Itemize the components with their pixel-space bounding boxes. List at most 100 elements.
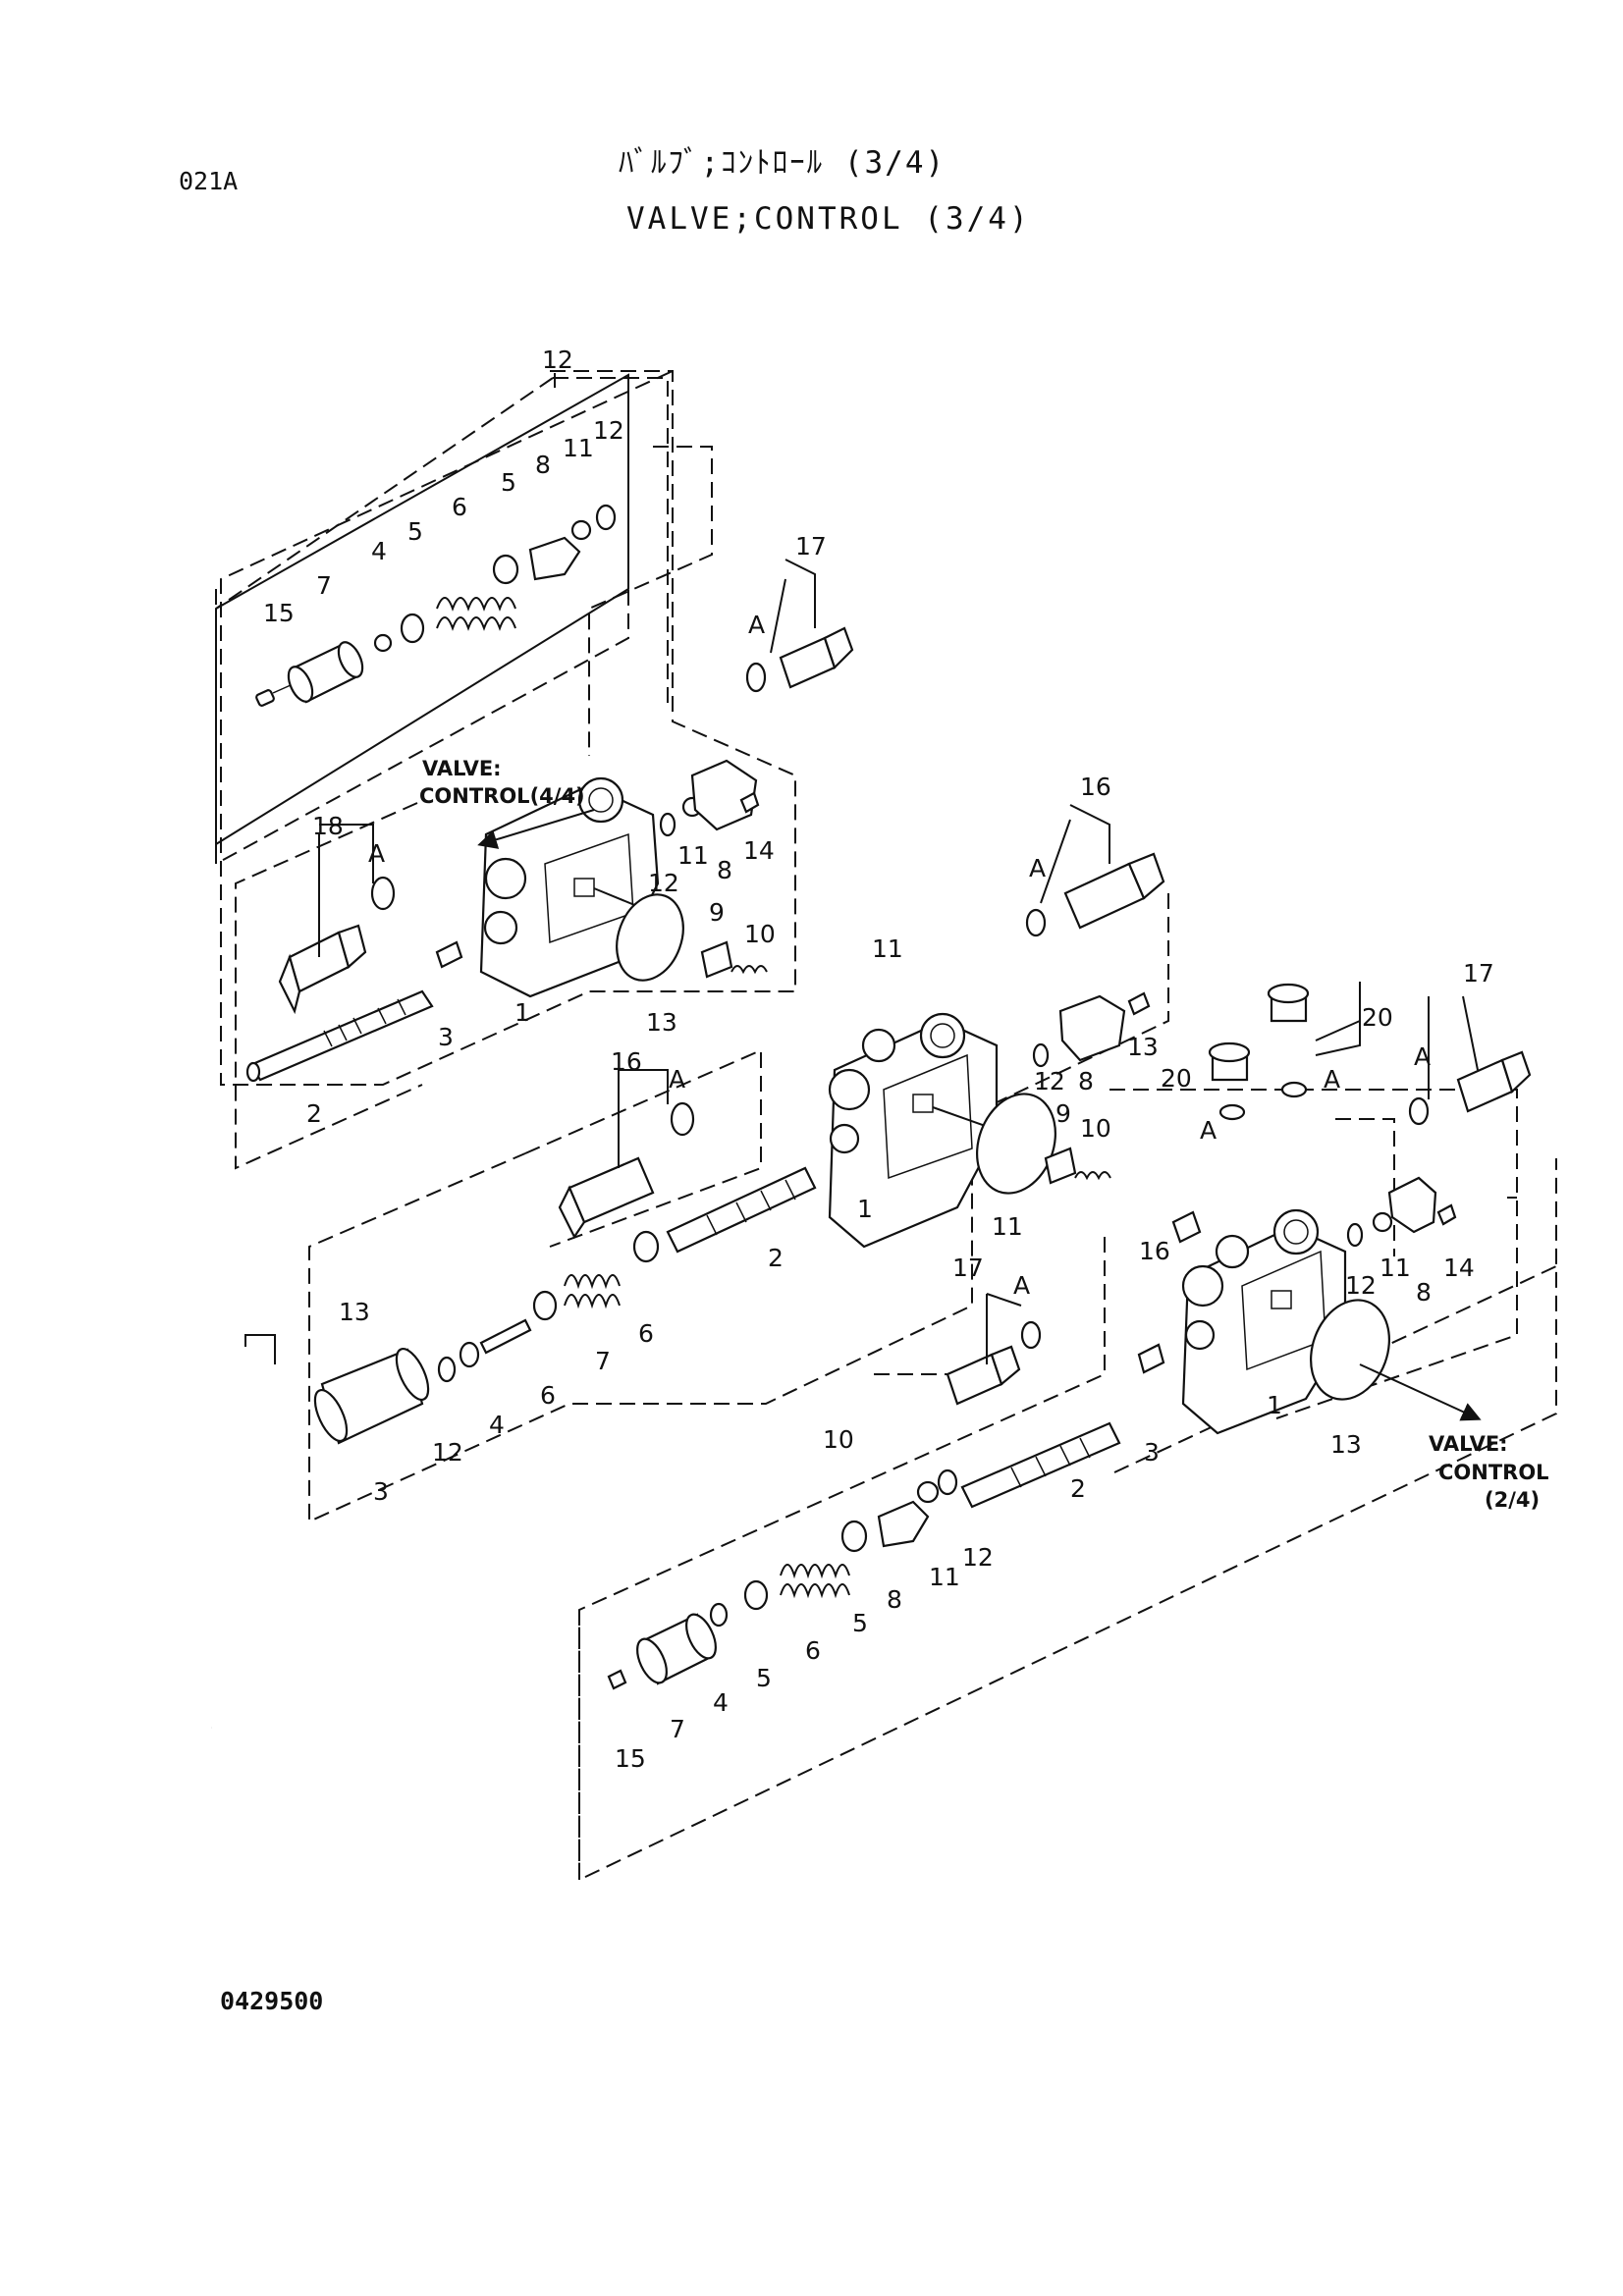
callout-label: 8 (1416, 1278, 1432, 1307)
plug-icon (1171, 1210, 1202, 1244)
plugs-20 (1208, 983, 1310, 1121)
o-ring-icon (370, 876, 396, 911)
callout-label: 17 (795, 532, 827, 561)
o-ring-icon (1346, 1222, 1364, 1248)
valve-section-3 (960, 1176, 1482, 1509)
seat-icon (532, 1290, 558, 1321)
callout-label: A (368, 839, 385, 868)
callout-label: 13 (1330, 1430, 1362, 1459)
spool-icon (960, 1421, 1121, 1509)
callout-label: 6 (452, 493, 467, 521)
callout-label: 14 (1443, 1254, 1475, 1282)
callout-label: 12 (542, 346, 573, 374)
o-ring-icon (1372, 1211, 1393, 1233)
callout-label: 20 (1161, 1064, 1192, 1093)
callout-label: 2 (1070, 1474, 1086, 1503)
callout-label: 7 (595, 1347, 611, 1375)
relief-valve-16-upper (1025, 852, 1165, 937)
o-ring-icon (437, 1356, 457, 1383)
relief-valve-icon (278, 924, 367, 1015)
title-japanese: ﾊﾞﾙﾌﾞ;ｺﾝﾄﾛｰﾙ (3/4) (619, 145, 947, 181)
callout-label: 9 (709, 898, 725, 927)
callout-label: 5 (756, 1664, 772, 1692)
cross-reference-label: CONTROL (1438, 1461, 1549, 1484)
callout-label: 16 (1080, 773, 1111, 801)
callout-label: 13 (339, 1298, 370, 1326)
o-ring-icon (1280, 1081, 1308, 1098)
small-plug-icon (709, 1602, 729, 1628)
leader-lines (244, 373, 1479, 1364)
top-relief-assembly (215, 373, 669, 864)
callout-label: 5 (852, 1609, 868, 1637)
seat-icon (492, 554, 519, 585)
spring-icon (564, 1274, 621, 1309)
callout-label: 12 (648, 869, 679, 897)
callout-label: 7 (670, 1715, 685, 1743)
drawing-number: 0429500 (220, 1987, 324, 2015)
callout-label: 12 (1034, 1067, 1065, 1095)
flange-icon (1058, 994, 1126, 1062)
flange-icon (1387, 1176, 1437, 1234)
cross-reference-label: VALVE: (1429, 1432, 1508, 1456)
callout-label: 9 (1055, 1099, 1071, 1128)
callout-label: 1 (857, 1195, 873, 1223)
washer-icon (400, 613, 425, 644)
callout-label: 10 (1080, 1114, 1111, 1143)
callout-label: 8 (1078, 1067, 1094, 1095)
callout-label: A (1414, 1042, 1431, 1071)
valve-body-icon (828, 1012, 1022, 1249)
callout-label: 11 (563, 434, 594, 462)
callout-label: A (748, 611, 765, 639)
seat-icon (840, 1520, 868, 1553)
callout-label: 11 (929, 1563, 960, 1591)
callout-label: 4 (713, 1688, 729, 1717)
o-ring-icon (916, 1480, 940, 1504)
callout-label: 6 (540, 1381, 556, 1410)
flange-icon (690, 759, 758, 831)
callout-label: 1 (514, 998, 530, 1027)
spring-icon (730, 965, 768, 975)
callout-label: A (669, 1065, 685, 1094)
relief-valve-icon (558, 1156, 655, 1240)
callout-label: 4 (371, 537, 387, 565)
callout-label: 12 (593, 416, 624, 445)
callout-label: 5 (407, 517, 423, 546)
valve-section-1 (245, 759, 768, 1083)
callout-label: 17 (952, 1254, 984, 1282)
callout-label: 3 (1144, 1438, 1160, 1467)
cross-reference-label: VALVE: (422, 757, 502, 780)
callout-label: 11 (992, 1212, 1023, 1241)
callout-label: 4 (489, 1411, 505, 1439)
callout-label: 3 (373, 1477, 389, 1506)
o-ring-icon (1025, 908, 1047, 937)
callout-label: 18 (312, 812, 344, 840)
callout-label: 15 (263, 599, 295, 627)
plug-head-icon (1267, 983, 1310, 1004)
callout-label: 17 (1463, 959, 1494, 988)
poppet-icon (1044, 1147, 1077, 1185)
valve-section-2 (558, 991, 1151, 1254)
callout-label: 3 (438, 1023, 454, 1051)
o-ring-icon (1020, 1320, 1042, 1350)
o-ring-icon (595, 504, 617, 531)
plug-icon (1137, 1343, 1165, 1374)
relief-valve-17 (745, 626, 854, 693)
spring-icon (436, 597, 516, 631)
o-ring-icon (937, 1468, 958, 1496)
o-ring-icon (670, 1101, 695, 1137)
relief-valve-17-right (1408, 1050, 1532, 1126)
washer-icon (743, 1579, 769, 1611)
callout-label: 16 (1139, 1237, 1170, 1265)
screw-icon (739, 791, 760, 814)
callout-label: 6 (805, 1636, 821, 1665)
spool-icon (245, 989, 434, 1083)
callout-label: 8 (535, 451, 551, 479)
cap-icon (636, 1613, 717, 1685)
spool-icon (666, 1166, 817, 1254)
pin-icon (479, 1318, 532, 1355)
page-title: VALVE;CONTROL (3/4) (626, 201, 1031, 237)
plug-icon (435, 940, 463, 969)
callout-label: 12 (1345, 1271, 1377, 1300)
callout-label: 10 (823, 1425, 854, 1454)
